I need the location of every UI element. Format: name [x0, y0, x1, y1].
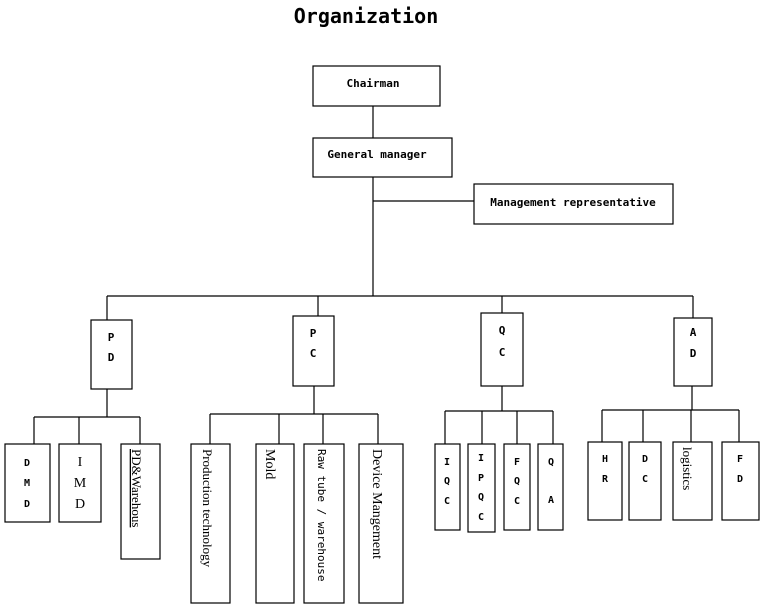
logistics-label: logistics — [680, 447, 695, 490]
device-management-label: Device Mangement — [369, 449, 384, 559]
device-management-node: Device Mangement — [358, 443, 404, 604]
qc-label-2: C — [499, 346, 506, 359]
mold-node: Mold — [255, 443, 295, 604]
dmd-label-3: D — [24, 499, 30, 510]
chairman-node: Chairman — [312, 65, 441, 107]
fd-node: F D — [721, 441, 760, 521]
dmd-label-2: M — [24, 478, 30, 489]
dc-label-1: D — [642, 454, 648, 465]
management-representative-label: Management representative — [490, 196, 656, 209]
qc-node: Q C — [480, 312, 524, 387]
imd-node: I M D — [58, 443, 102, 523]
ipqc-label-2: P — [478, 473, 484, 484]
pd-label-1: P — [108, 331, 115, 344]
ipqc-label-4: C — [478, 512, 484, 523]
qc-label-1: Q — [499, 324, 506, 337]
page-title: Organization — [294, 4, 439, 28]
fqc-label-2: Q — [514, 476, 520, 487]
raw-tube-warehouse-label: Raw tube / warehouse — [315, 449, 328, 581]
qa-label-1: Q — [548, 457, 554, 468]
ipqc-label-3: Q — [478, 492, 484, 503]
iqc-node: I Q C — [434, 443, 461, 531]
raw-tube-warehouse-node: Raw tube / warehouse — [303, 443, 345, 604]
fqc-label-3: C — [514, 496, 520, 507]
mold-label: Mold — [262, 449, 277, 479]
imd-label-3: D — [75, 497, 85, 512]
ipqc-label-1: I — [478, 453, 484, 464]
fqc-node: F Q C — [503, 443, 531, 531]
hr-label-2: R — [602, 474, 609, 485]
pc-label-1: P — [310, 327, 317, 340]
iqc-label-3: C — [444, 496, 450, 507]
production-technology-node: Production technology — [190, 443, 231, 604]
logistics-node: logistics — [672, 441, 713, 521]
ad-label-2: D — [690, 347, 697, 360]
ipqc-node: I P Q C — [467, 443, 496, 533]
chairman-label: Chairman — [347, 77, 400, 90]
pd-warehouse-node: PD&Warehous — [120, 443, 161, 560]
management-representative-node: Management representative — [473, 183, 674, 225]
connector-lines — [33, 106, 740, 444]
dmd-node: D M D — [4, 443, 51, 523]
hr-node: H R — [587, 441, 623, 521]
ad-label-1: A — [690, 326, 697, 339]
dmd-label-1: D — [24, 458, 30, 469]
pd-node: P D — [90, 319, 133, 390]
pc-label-2: C — [310, 347, 317, 360]
dc-node: D C — [628, 441, 662, 521]
fd-label-2: D — [737, 474, 743, 485]
production-technology-label: Production technology — [200, 449, 215, 568]
pd-warehouse-label: PD&Warehous — [129, 449, 144, 527]
fqc-label-1: F — [514, 457, 520, 468]
pc-node: P C — [292, 315, 335, 387]
general-manager-node: General manager — [312, 137, 453, 178]
imd-label-1: I — [78, 455, 83, 470]
qa-label-2: A — [548, 495, 554, 506]
dc-label-2: C — [642, 474, 648, 485]
pd-label-2: D — [108, 351, 115, 364]
fd-label-1: F — [737, 454, 743, 465]
qa-node: Q A — [537, 443, 564, 531]
hr-label-1: H — [602, 454, 608, 465]
iqc-label-2: Q — [444, 476, 450, 487]
iqc-label-1: I — [444, 457, 450, 468]
ad-node: A D — [673, 317, 713, 387]
imd-label-2: M — [74, 476, 87, 491]
general-manager-label: General manager — [327, 148, 427, 161]
